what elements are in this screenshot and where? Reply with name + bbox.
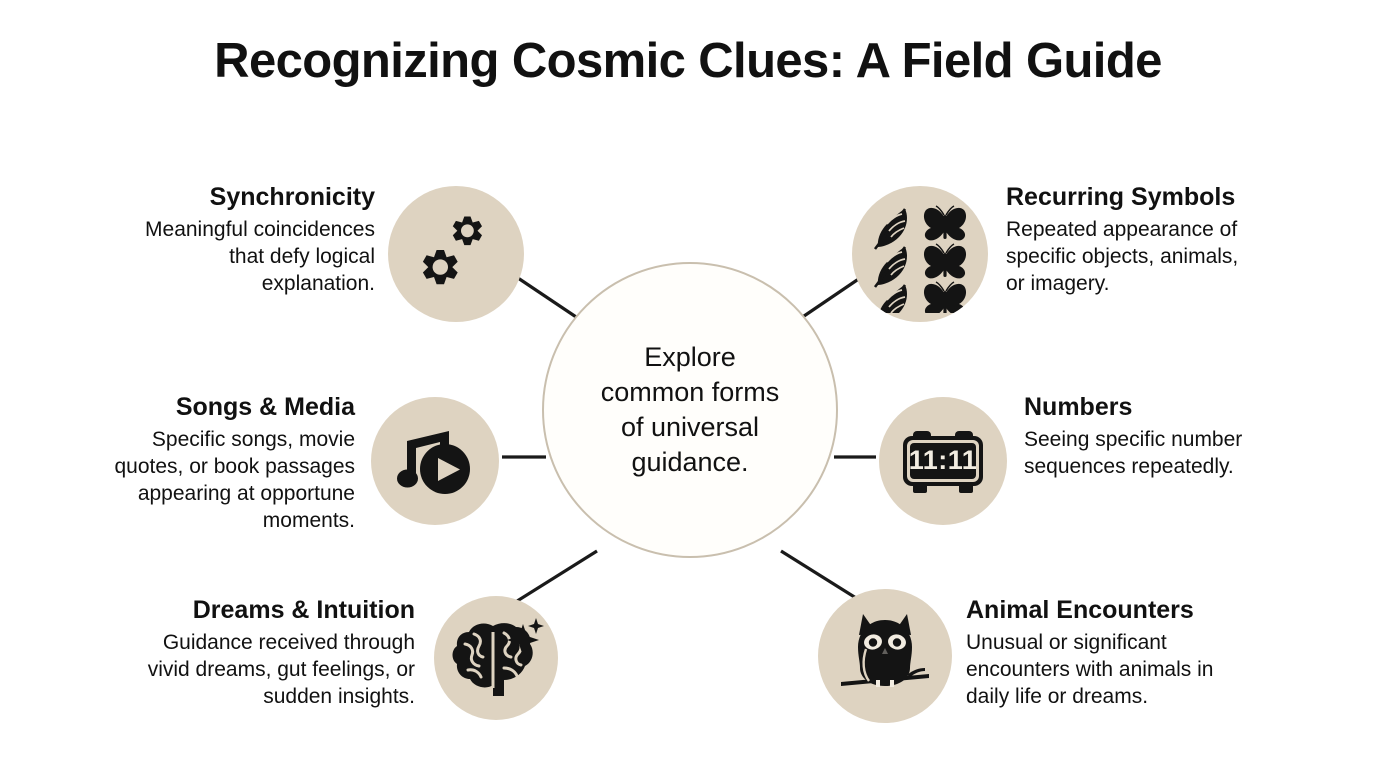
icon-bubble-recurring-symbols[interactable] bbox=[852, 186, 988, 322]
icon-bubble-numbers[interactable]: 11:11 bbox=[879, 397, 1007, 525]
node-dreams-intuition: Dreams & Intuition Guidance received thr… bbox=[60, 596, 415, 710]
owl-icon bbox=[841, 614, 929, 687]
page-title: Recognizing Cosmic Clues: A Field Guide bbox=[214, 34, 1162, 88]
node-synchronicity: Synchronicity Meaningful coincidences th… bbox=[40, 183, 375, 297]
node-recurring-symbols: Recurring Symbols Repeated appearance of… bbox=[1006, 183, 1346, 297]
node-title-numbers: Numbers bbox=[1024, 393, 1133, 421]
connector-dreams-intuition bbox=[505, 549, 598, 610]
node-title-recurring-symbols: Recurring Symbols bbox=[1006, 183, 1236, 211]
node-title-songs-media: Songs & Media bbox=[175, 393, 355, 421]
music-play-icon bbox=[397, 431, 470, 494]
node-desc-numbers: Seeing specific number sequences repeate… bbox=[1024, 427, 1243, 478]
clock-display-text: 11:11 bbox=[909, 445, 978, 475]
node-desc-recurring-symbols: Repeated appearance of specific objects,… bbox=[1006, 217, 1239, 296]
center-hub-text: Explore common forms of universal guidan… bbox=[600, 341, 780, 478]
digital-clock-icon: 11:11 bbox=[903, 431, 983, 493]
node-desc-animal-encounters: Unusual or significant encounters with a… bbox=[966, 630, 1214, 709]
gears-icon bbox=[422, 216, 482, 285]
icon-bubble-synchronicity[interactable] bbox=[388, 186, 524, 322]
center-hub: Explore common forms of universal guidan… bbox=[542, 262, 838, 558]
node-desc-songs-media: Specific songs, movie quotes, or book pa… bbox=[114, 427, 356, 533]
feathers-butterflies-icon bbox=[873, 205, 967, 313]
node-desc-dreams-intuition: Guidance received through vivid dreams, … bbox=[147, 630, 415, 709]
icon-bubble-songs-media[interactable] bbox=[371, 397, 499, 525]
icon-bubble-animal-encounters[interactable] bbox=[818, 589, 952, 723]
node-numbers: Numbers Seeing specific number sequences… bbox=[1024, 393, 1344, 480]
node-animal-encounters: Animal Encounters Unusual or significant… bbox=[966, 596, 1346, 710]
node-songs-media: Songs & Media Specific songs, movie quot… bbox=[30, 393, 356, 535]
node-title-synchronicity: Synchronicity bbox=[209, 183, 375, 211]
brain-sparkle-icon bbox=[452, 618, 544, 696]
node-title-animal-encounters: Animal Encounters bbox=[966, 596, 1194, 624]
node-title-dreams-intuition: Dreams & Intuition bbox=[192, 596, 415, 624]
icon-bubble-dreams-intuition[interactable] bbox=[434, 596, 558, 720]
node-desc-synchronicity: Meaningful coincidences that defy logica… bbox=[145, 217, 375, 296]
